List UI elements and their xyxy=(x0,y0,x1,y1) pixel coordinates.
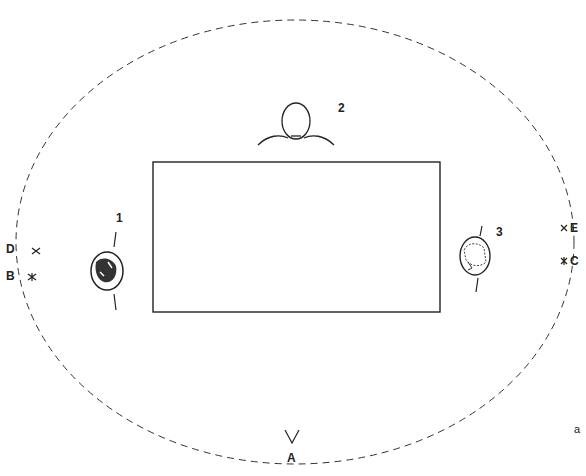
camera-position: E xyxy=(570,222,578,234)
camera-position: B xyxy=(6,270,15,282)
camera-marks xyxy=(28,225,567,443)
table xyxy=(153,162,440,312)
person-1 xyxy=(91,232,123,310)
callout-number: 2 xyxy=(338,102,345,114)
camera-position: C xyxy=(570,255,579,267)
callout-number: 1 xyxy=(116,212,123,224)
note-letter: a xyxy=(574,424,580,435)
camera-position: A xyxy=(287,452,296,464)
person-2 xyxy=(258,103,334,145)
camera-position: D xyxy=(6,243,15,255)
camera-track xyxy=(16,20,574,464)
person-3 xyxy=(460,226,490,292)
callout-number: 3 xyxy=(496,226,503,238)
